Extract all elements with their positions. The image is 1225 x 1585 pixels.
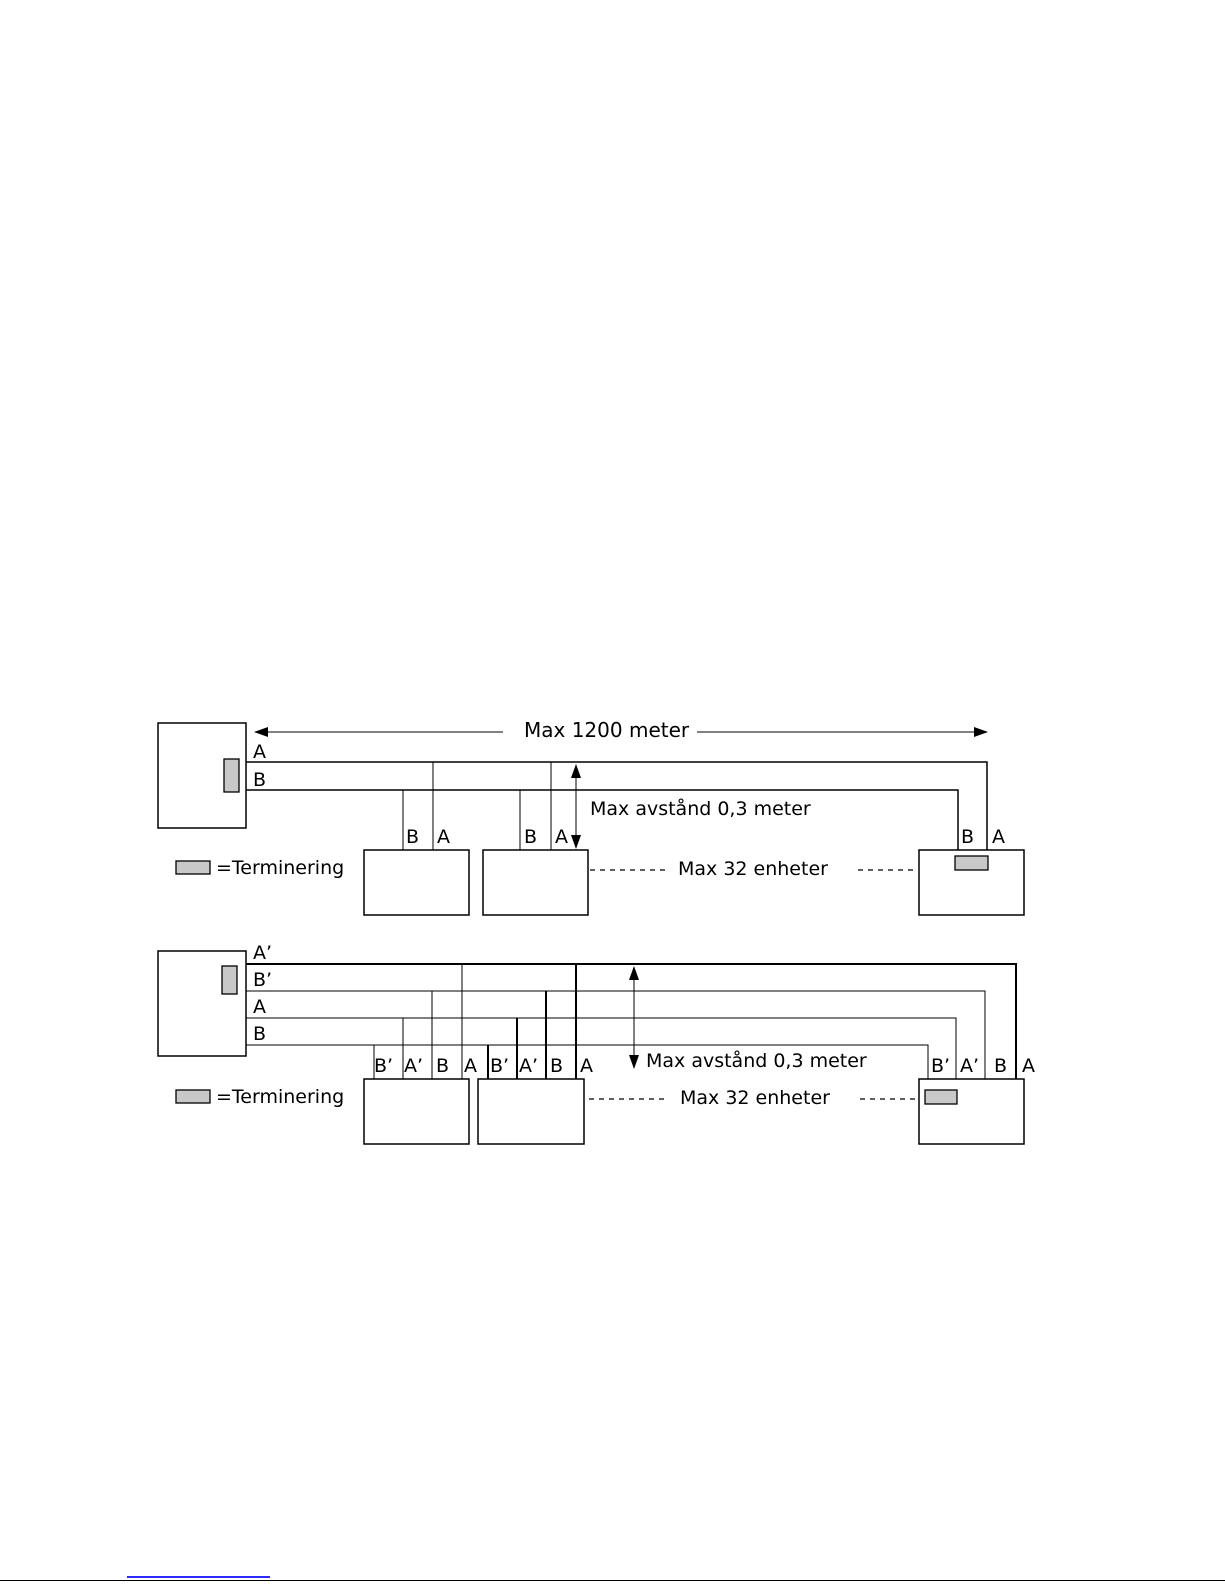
- bottom-legend-label: =Terminering: [216, 1086, 344, 1108]
- bottom-node1-label-a-prime: A’: [404, 1055, 423, 1077]
- top-wire-label-b: B: [253, 769, 266, 791]
- bottom-legend-swatch: [176, 1090, 210, 1103]
- top-node1-box: [364, 850, 469, 915]
- top-legend-label: =Terminering: [216, 857, 344, 879]
- bottom-end-node-label-b: B: [994, 1055, 1007, 1077]
- bottom-wire-label-a: A: [253, 996, 266, 1018]
- top-end-node-terminator: [955, 856, 988, 870]
- bottom-diagram: A’ B’ A B Max avstånd 0,3 meter B’ A’ B …: [158, 942, 1035, 1144]
- bottom-node2-label-b: B: [550, 1055, 563, 1077]
- bottom-wire-label-b: B: [253, 1023, 266, 1045]
- top-stub-label: Max avstånd 0,3 meter: [590, 797, 811, 820]
- top-diagram: Max 1200 meter A B Max avstånd 0,3 meter…: [158, 718, 1024, 915]
- top-distance-label: Max 1200 meter: [524, 718, 690, 742]
- bottom-unit-label: Max 32 enheter: [680, 1087, 830, 1109]
- bottom-end-node-label-a: A: [1022, 1055, 1035, 1077]
- top-end-node-label-a: A: [992, 826, 1005, 848]
- bottom-node1-label-a: A: [464, 1055, 477, 1077]
- bottom-node2-box: [478, 1079, 584, 1144]
- top-wire-label-a: A: [253, 741, 266, 763]
- top-node2-label-a: A: [555, 826, 568, 848]
- bottom-master-terminator: [222, 966, 237, 994]
- bottom-node1-label-b-prime: B’: [374, 1055, 393, 1077]
- top-unit-label: Max 32 enheter: [678, 858, 828, 880]
- top-node2-box: [483, 850, 588, 915]
- bottom-node2-label-a-prime: A’: [519, 1055, 538, 1077]
- top-master-terminator: [224, 759, 239, 792]
- top-node1-label-b: B: [406, 826, 419, 848]
- footer-link-underline[interactable]: [127, 1576, 270, 1578]
- bottom-wire-label-b-prime: B’: [253, 969, 272, 991]
- bottom-bus-wire-a-prime: [246, 964, 1016, 1079]
- bottom-end-node-label-b-prime: B’: [931, 1055, 950, 1077]
- bottom-stub-label: Max avstånd 0,3 meter: [646, 1049, 867, 1072]
- bottom-bus-wire-b-prime: [246, 991, 985, 1079]
- top-end-node-label-b: B: [961, 826, 974, 848]
- bottom-end-node-label-a-prime: A’: [960, 1055, 979, 1077]
- top-node2-label-b: B: [524, 826, 537, 848]
- bottom-node2-label-b-prime: B’: [490, 1055, 509, 1077]
- top-node1-label-a: A: [437, 826, 450, 848]
- top-legend-swatch: [176, 861, 210, 874]
- bottom-node1-box: [364, 1079, 469, 1144]
- bottom-node2-label-a: A: [580, 1055, 593, 1077]
- bottom-end-node-box: [919, 1079, 1024, 1144]
- page-bottom-rule: [0, 1580, 1225, 1581]
- bottom-wire-label-a-prime: A’: [253, 942, 272, 964]
- bottom-node1-label-b: B: [436, 1055, 449, 1077]
- bottom-end-node-terminator: [925, 1090, 957, 1104]
